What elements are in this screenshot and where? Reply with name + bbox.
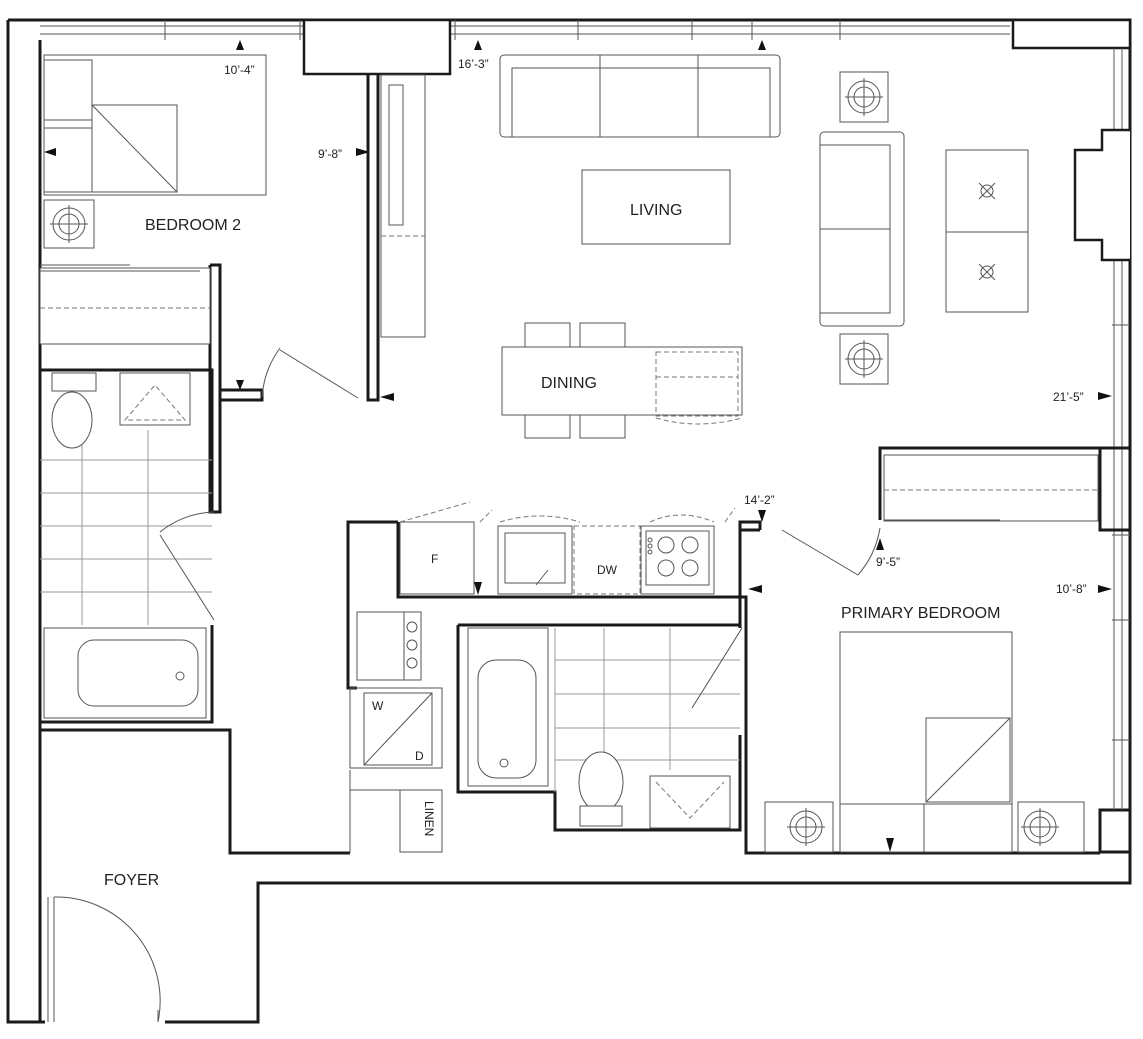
primary-bedroom (738, 446, 1130, 855)
dimension-arrows (44, 40, 1112, 852)
exterior-walls (6, 18, 1132, 1024)
room-label-dining: DINING (541, 375, 597, 392)
dim-living-depth: 21’-5” (1053, 390, 1084, 404)
dim-primary-width: 9’-5” (876, 555, 900, 569)
bathroom-1 (38, 368, 215, 724)
living-furniture (499, 54, 1029, 385)
bedroom2-walls (39, 54, 426, 514)
dishwasher-label: DW (597, 563, 618, 577)
linen-label: LINEN (422, 801, 436, 836)
dim-living-width: 16’-3” (458, 57, 489, 71)
dim-bedroom2-depth: 9’-8” (318, 147, 342, 161)
room-label-bedroom2: BEDROOM 2 (145, 217, 241, 234)
room-label-living: LIVING (630, 202, 682, 219)
room-label-foyer: FOYER (104, 872, 159, 889)
fridge-label: F (431, 552, 438, 566)
dining-furniture (501, 322, 743, 439)
dryer-label: D (415, 749, 424, 763)
washer-label: W (372, 699, 384, 713)
dim-bedroom2-width: 10’-4” (224, 63, 255, 77)
dim-kitchen-width: 14’-2” (744, 493, 775, 507)
room-label-primary: PRIMARY BEDROOM (841, 605, 1000, 622)
kitchen (346, 501, 762, 853)
bathroom-2 (456, 623, 743, 832)
entry-door (47, 896, 161, 1023)
dim-primary-depth: 10’-8” (1056, 582, 1087, 596)
